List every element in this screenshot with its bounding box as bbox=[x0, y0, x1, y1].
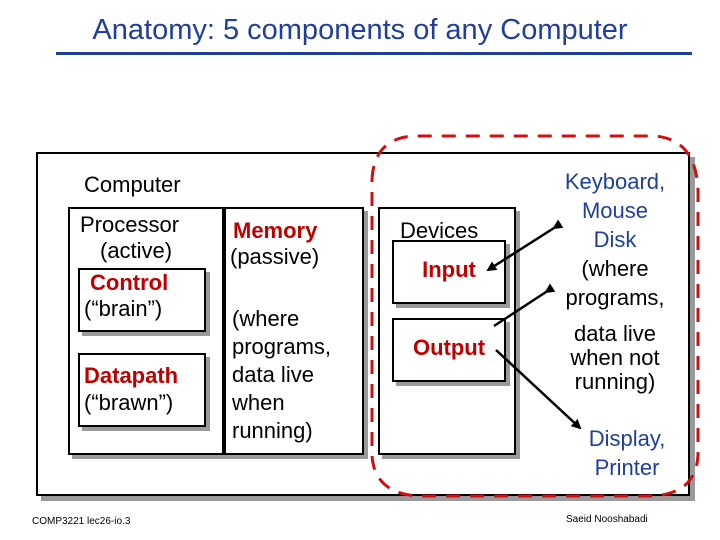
output-label: Output bbox=[412, 335, 486, 360]
datapath-box bbox=[78, 353, 206, 427]
memory-sub: (passive) bbox=[230, 244, 320, 269]
memory-desc-1: (where bbox=[232, 306, 300, 331]
input-example-disk: Disk bbox=[593, 227, 637, 252]
arrow-disk bbox=[493, 283, 556, 328]
input-example-keyboard: Keyboard, bbox=[564, 169, 666, 194]
control-sub: (“brain”) bbox=[84, 296, 163, 321]
control-label: Control bbox=[90, 270, 169, 295]
control-box bbox=[78, 268, 206, 332]
computer-label: Computer bbox=[84, 172, 181, 197]
disk-note-4: when not bbox=[570, 345, 660, 370]
processor-sub: (active) bbox=[100, 238, 173, 263]
io-dashed-outline bbox=[370, 134, 700, 498]
arrow-input bbox=[486, 219, 564, 272]
disk-note-5: running) bbox=[574, 369, 656, 394]
output-example-printer: Printer bbox=[594, 455, 660, 480]
memory-desc-3: data live bbox=[232, 362, 314, 387]
memory-desc-2: programs, bbox=[232, 334, 332, 359]
processor-label: Processor bbox=[80, 212, 180, 237]
disk-note-2: programs, bbox=[565, 285, 665, 310]
disk-note-3: data live bbox=[574, 321, 656, 346]
page-title: Anatomy: 5 components of any Computer bbox=[92, 14, 628, 46]
output-example-display: Display, bbox=[588, 426, 666, 451]
input-example-mouse: Mouse bbox=[581, 198, 649, 223]
datapath-label: Datapath bbox=[84, 363, 179, 388]
output-box bbox=[392, 318, 506, 382]
footer-author: Saeid Nooshabadi bbox=[566, 514, 648, 525]
title-underline bbox=[56, 52, 692, 55]
devices-label: Devices bbox=[400, 218, 479, 243]
memory-label: Memory bbox=[233, 218, 318, 243]
footer-course: COMP3221 lec26-io.3 bbox=[32, 516, 131, 527]
memory-desc-4: when bbox=[232, 390, 285, 415]
input-label: Input bbox=[422, 257, 476, 282]
disk-note-1: (where bbox=[581, 256, 649, 281]
memory-desc-5: running) bbox=[232, 418, 313, 443]
memory-box bbox=[224, 207, 364, 455]
datapath-sub: (“brawn”) bbox=[84, 390, 174, 415]
arrow-output bbox=[495, 349, 582, 430]
